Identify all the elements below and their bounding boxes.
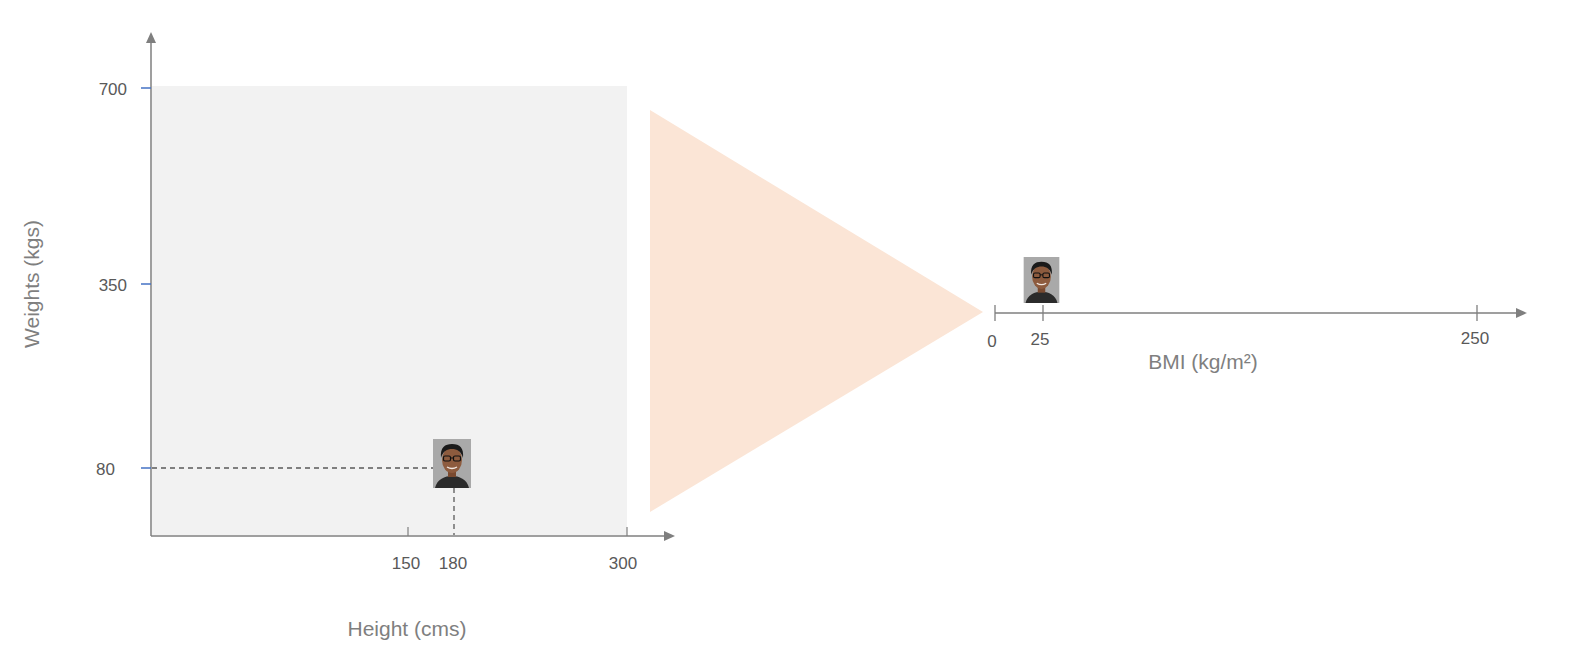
tick-mark — [141, 283, 151, 285]
person-photo — [433, 439, 471, 488]
tick-label: 25 — [1031, 331, 1050, 348]
tick-label: 0 — [987, 333, 996, 350]
tick-label: 700 — [99, 81, 127, 98]
projection-triangle — [650, 110, 983, 512]
tick-label: 180 — [439, 555, 467, 572]
axis-title: Height (cms) — [347, 618, 466, 639]
tick-mark — [141, 467, 151, 469]
y-axis — [150, 40, 152, 536]
plot-area — [152, 86, 627, 535]
axis-title: BMI (kg/m²) — [1148, 351, 1258, 372]
axis-title: Weights (kgs) — [21, 220, 42, 348]
tick-mark — [141, 87, 151, 89]
tick-label: 150 — [392, 555, 420, 572]
axis-arrowhead — [1516, 308, 1527, 318]
guide-line — [453, 488, 454, 535]
guide-line — [152, 467, 433, 468]
bmi-axis — [995, 312, 1518, 314]
tick-mark — [626, 527, 627, 536]
axis-arrowhead — [664, 531, 675, 541]
person-photo — [1024, 257, 1060, 303]
axis-arrowhead — [146, 32, 156, 43]
tick-mark — [1042, 305, 1043, 321]
tick-label: 80 — [96, 461, 115, 478]
tick-label: 300 — [609, 555, 637, 572]
tick-mark — [994, 305, 995, 321]
tick-mark — [407, 527, 408, 536]
tick-label: 250 — [1461, 330, 1489, 347]
tick-label: 350 — [99, 277, 127, 294]
tick-mark — [1476, 305, 1477, 321]
